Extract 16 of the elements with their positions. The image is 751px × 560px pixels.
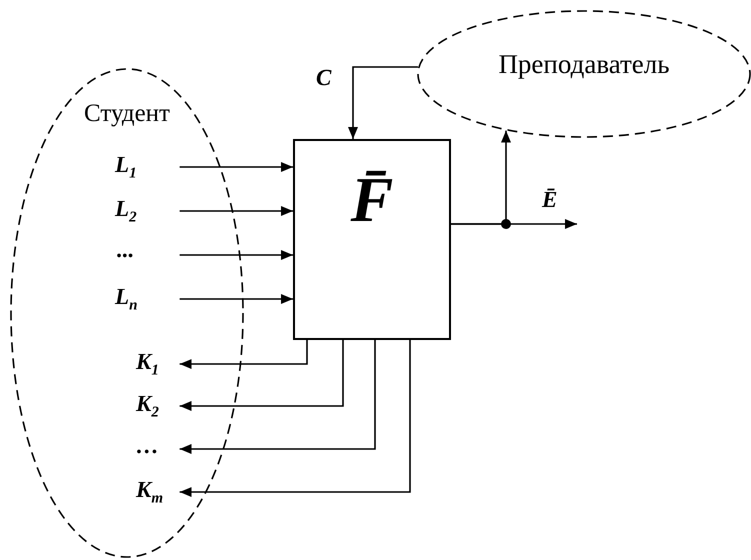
ellipse-label: Студент xyxy=(84,100,170,128)
arrow xyxy=(348,66,418,139)
arrow xyxy=(180,340,411,497)
dashed-ellipse xyxy=(417,10,751,138)
function-box xyxy=(293,139,451,340)
arrow xyxy=(180,250,293,260)
arrow xyxy=(180,340,344,411)
dashed-ellipse xyxy=(10,68,244,558)
arrow xyxy=(180,340,376,454)
function-symbol: F̄ xyxy=(350,165,394,236)
arrow xyxy=(180,162,293,172)
arrow xyxy=(451,130,511,225)
arrow xyxy=(180,294,293,304)
ellipse-label: Преподаватель xyxy=(498,50,670,80)
arrow xyxy=(180,206,293,216)
arrow xyxy=(180,340,308,369)
